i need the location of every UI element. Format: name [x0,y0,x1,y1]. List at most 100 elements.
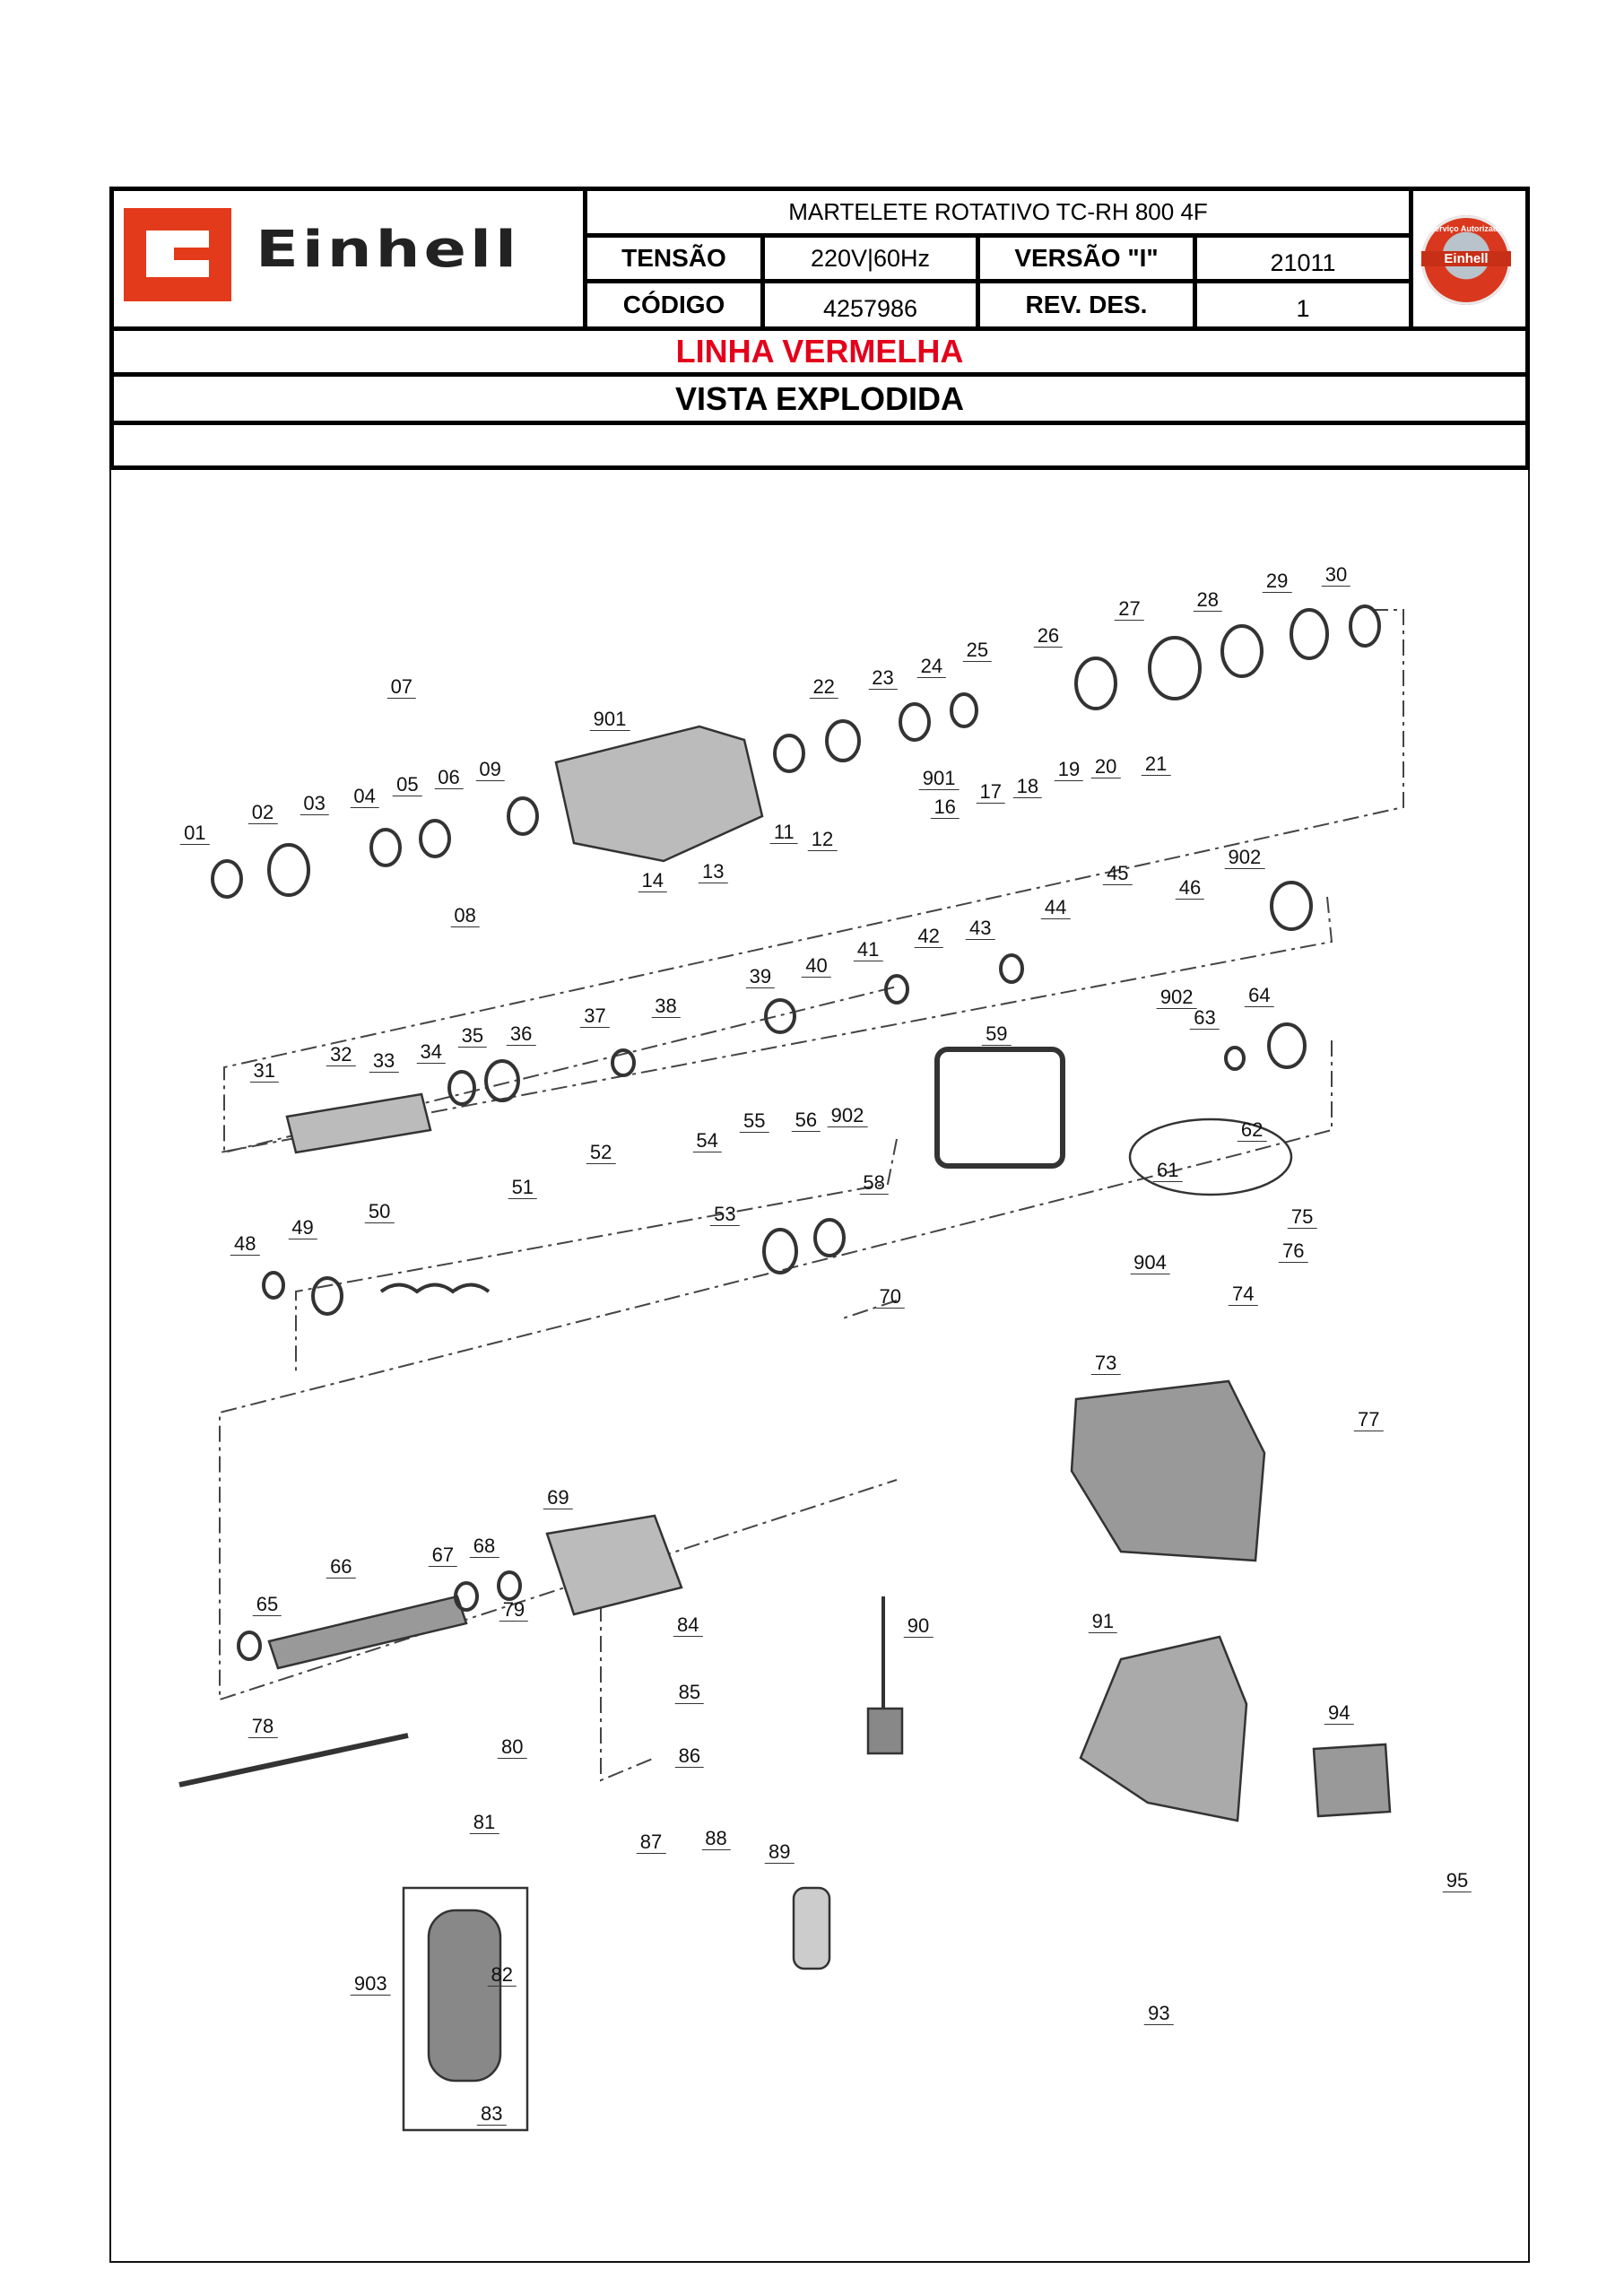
divider [1409,187,1413,330]
part-number-label: 27 [1115,598,1144,621]
part-number-label: 38 [651,996,681,1018]
part-number-label: 43 [965,918,995,940]
part-number-label: 12 [807,829,838,851]
plug-90 [866,1707,904,1755]
part-number-label: 49 [288,1217,317,1239]
part-number-label: 58 [859,1173,889,1196]
part-number-label: 91 [1088,1612,1118,1634]
part-number-label: 901 [589,709,630,732]
assembly-guide-line [600,1605,656,1782]
part-number-label: 33 [369,1050,399,1073]
part-number-label: 16 [930,796,960,819]
part-number-label: 06 [434,767,464,789]
part-number-label: 79 [499,1600,529,1622]
part-number-label: 05 [393,774,422,796]
part-number-label: 07 [386,677,417,700]
divider [583,279,1413,283]
ring-parts [211,604,1381,1661]
part-number-label: 52 [586,1142,616,1164]
part-number-label: 46 [1175,878,1205,900]
part-number-label: 68 [469,1536,499,1559]
part-number-label: 70 [875,1287,906,1309]
authorized-service-seal: Serviço Autorizado Einhell [1421,215,1511,305]
rev-label: REV. DES. [1025,291,1148,318]
versao-label: VERSÃO "I" [1014,244,1159,272]
part-number-label: 55 [740,1111,769,1134]
assembly-guide-line [219,1040,1333,1701]
part-number-label: 02 [248,803,278,825]
tensao-label: TENSÃO [621,244,726,272]
einhell-logo-wordmark: Einhell [256,220,520,279]
switch-94 [1312,1743,1392,1818]
part-number-label: 77 [1353,1409,1384,1431]
codigo-value: 4257986 [822,294,918,322]
part-number-label: 08 [450,906,480,928]
part-number-label: 03 [300,794,329,816]
part-number-label: 56 [791,1109,821,1132]
part-number-label: 903 [350,1973,391,1996]
part-number-label: 66 [326,1557,356,1579]
part-number-label: 82 [487,1964,517,1987]
versao-value: 21011 [1270,248,1336,276]
part-number-label: 28 [1193,590,1222,613]
side-grip-82 [427,1909,502,2083]
part-number-label: 14 [638,870,667,892]
stator-69 [545,1514,683,1616]
part-number-label: 75 [1287,1207,1317,1230]
part-number-label: 48 [230,1233,260,1256]
einhell-logo-mark [124,208,231,301]
part-number-label: 62 [1237,1120,1267,1143]
tensao-value: 220V|60Hz [810,244,931,272]
part-number-label: 902 [1156,987,1197,1009]
product-title: MARTELETE ROTATIVO TC-RH 800 4F [788,198,1208,225]
handle-89 [792,1886,831,1970]
gear-housing [554,725,764,863]
part-number-label: 78 [248,1717,278,1739]
kit-904-outline [1128,1118,1293,1196]
part-number-label: 09 [475,760,505,782]
handle-assembly-box [402,1886,529,2132]
view-title: VISTA EXPLODIDA [674,379,965,417]
part-number-label: 13 [698,862,728,884]
divider [583,187,587,330]
part-number-label: 11 [769,822,798,844]
assembly-guide-line [219,896,1333,1153]
part-number-label: 94 [1324,1703,1354,1726]
part-number-label: 73 [1090,1353,1121,1376]
part-number-label: 901 [918,769,960,791]
part-number-label: 81 [469,1813,499,1835]
part-number-label: 23 [868,668,898,691]
divider [109,421,1530,425]
part-number-label: 80 [498,1737,527,1760]
part-number-label: 904 [1130,1253,1170,1275]
part-number-label: 24 [916,657,947,679]
armature-66 [267,1595,468,1670]
part-number-label: 31 [249,1061,279,1083]
part-number-label: 76 [1278,1241,1308,1264]
part-number-label: 61 [1153,1160,1183,1182]
part-number-label: 37 [580,1006,610,1029]
part-number-label: 44 [1040,897,1071,919]
part-number-label: 74 [1229,1283,1258,1306]
part-number-label: 50 [364,1201,395,1223]
part-number-label: 35 [457,1025,488,1048]
part-number-label: 17 [976,782,1005,804]
part-number-label: 32 [326,1045,356,1067]
part-number-label: 83 [477,2103,507,2126]
rev-value: 1 [1296,294,1310,322]
part-number-label: 51 [508,1178,538,1200]
part-number-label: 87 [636,1831,666,1854]
part-number-label: 90 [903,1616,934,1639]
part-number-label: 34 [416,1041,446,1064]
part-number-label: 64 [1245,986,1274,1008]
part-number-label: 22 [809,677,838,700]
part-number-label: 04 [350,787,379,809]
part-number-label: 93 [1144,2003,1174,2025]
part-number-label: 01 [180,823,210,846]
drill-bit-78 [178,1733,409,1787]
part-number-label: 59 [982,1024,1012,1047]
divider [109,326,1530,331]
part-number-label: 18 [1012,776,1043,798]
assembly-guide-line [842,1300,898,1319]
